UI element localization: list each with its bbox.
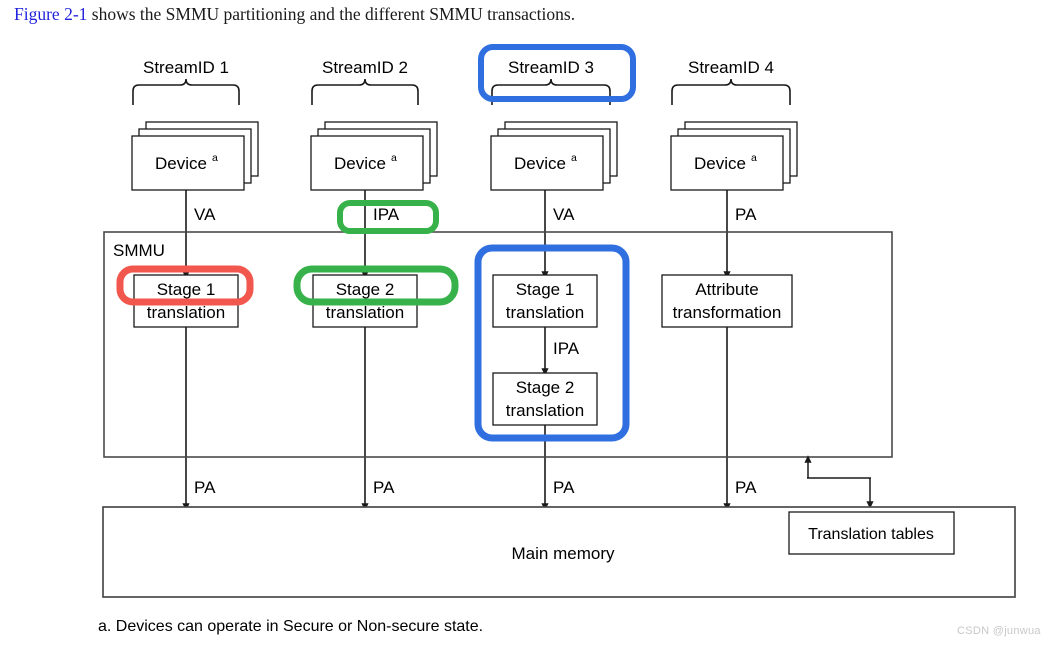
device-footnote-marker-3: a (571, 152, 577, 164)
streamid-1-label: StreamID 1 (143, 58, 229, 77)
annotation-red-stage1 (116, 265, 254, 306)
stage-box-4-1-line1: Attribute (695, 280, 758, 299)
translation-tables-label: Translation tables (808, 526, 934, 543)
bus-label-1: VA (194, 205, 216, 224)
out-label-4: PA (735, 478, 757, 497)
streamid-2-label: StreamID 2 (322, 58, 408, 77)
brace-4 (671, 78, 791, 105)
streamid-4-label: StreamID 4 (688, 58, 774, 77)
main-memory-label: Main memory (512, 544, 615, 563)
stage-box-2-1-line1: Stage 2 (336, 280, 395, 299)
translation-tables-box[interactable] (788, 511, 955, 555)
annotation-blue-streamid3 (478, 44, 636, 102)
figure-reference-link[interactable]: Figure 2-1 (14, 4, 88, 24)
stage-box-3-2-line2: translation (506, 401, 584, 420)
device-label-1: Device (155, 154, 207, 173)
figure-caption-text: shows the SMMU partitioning and the diff… (87, 4, 576, 24)
annotation-blue-two-stage (474, 244, 630, 442)
brace-2 (311, 78, 419, 105)
device-box-3[interactable] (490, 135, 604, 191)
device-box-4[interactable] (670, 135, 784, 191)
translation-tables-connector (804, 455, 874, 509)
smmu-panel (103, 231, 893, 458)
brace-3 (491, 78, 611, 105)
annotation-green-ipa (337, 200, 439, 234)
smmu-panel-label: SMMU (113, 241, 165, 260)
stage-box-3-1[interactable] (492, 274, 598, 328)
out-label-3: PA (553, 478, 575, 497)
figure-caption: Figure 2-1 shows the SMMU partitioning a… (14, 4, 575, 25)
stage-box-3-1-line1: Stage 1 (516, 280, 575, 299)
device-footnote-marker-1: a (212, 152, 218, 164)
stage-box-4-1-line2: transformation (673, 303, 782, 322)
watermark: CSDN @junwua (957, 625, 1041, 637)
stage-box-3-2-line1: Stage 2 (516, 378, 575, 397)
device-footnote-marker-4: a (751, 152, 757, 164)
stream-column-4: StreamID 4 Device a PA Attribute transfo… (661, 58, 798, 511)
stage-box-1-1-line2: translation (147, 303, 225, 322)
stream-column-1: StreamID 1 Device a VA Stage 1 translati… (131, 58, 259, 511)
bus-label-3: VA (553, 205, 575, 224)
device-label-4: Device (694, 154, 746, 173)
bus-label-2: IPA (373, 205, 400, 224)
device-box-2[interactable] (310, 135, 424, 191)
stage-box-3-1-line2: translation (506, 303, 584, 322)
device-footnote-marker-2: a (391, 152, 397, 164)
stream-column-2: StreamID 2 Device a IPA Stage 2 translat… (310, 58, 438, 511)
stage-box-4-1[interactable] (661, 274, 793, 328)
mid-label-3: IPA (553, 339, 580, 358)
device-label-3: Device (514, 154, 566, 173)
brace-1 (132, 78, 240, 105)
device-label-2: Device (334, 154, 386, 173)
stage-box-2-1-line2: translation (326, 303, 404, 322)
footnote-text: a. Devices can operate in Secure or Non-… (98, 618, 484, 635)
stream-column-3: StreamID 3 Device a VA Stage 1 translati… (490, 58, 618, 511)
device-box-1[interactable] (131, 135, 245, 191)
bus-label-4: PA (735, 205, 757, 224)
out-label-2: PA (373, 478, 395, 497)
out-label-1: PA (194, 478, 216, 497)
streamid-3-label: StreamID 3 (508, 58, 594, 77)
stage-box-1-1-line1: Stage 1 (157, 280, 216, 299)
annotation-green-stage2 (293, 265, 459, 306)
